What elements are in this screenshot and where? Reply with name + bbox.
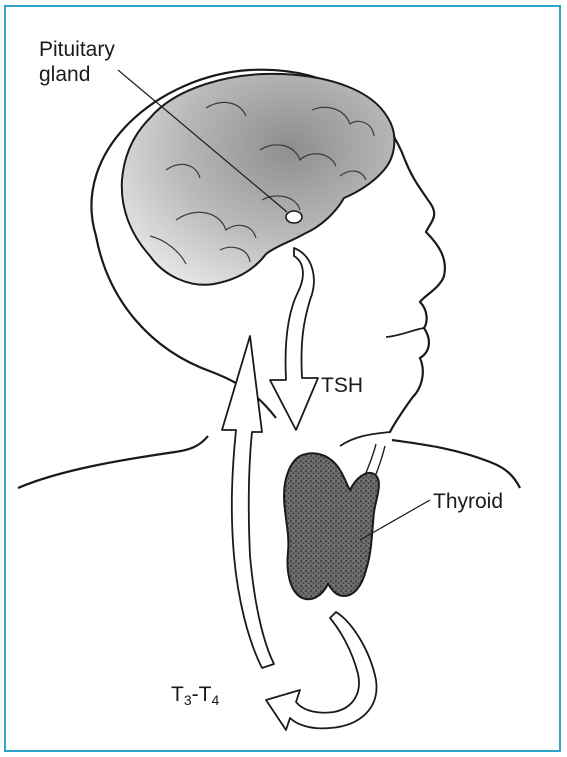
pituitary-label-line1: Pituitary — [39, 37, 115, 62]
t4-letter: T — [199, 683, 212, 706]
t3t4-dash: - — [192, 683, 199, 706]
t3-letter: T — [171, 683, 184, 706]
pituitary-label-line2: gland — [39, 62, 115, 87]
mouth-line — [386, 328, 424, 337]
t3-subscript: 3 — [184, 692, 192, 708]
shoulder-left — [18, 436, 208, 488]
t3t4-feedback-arrow — [266, 612, 377, 730]
pituitary-gland-label: Pituitary gland — [39, 37, 115, 87]
tsh-label: TSH — [321, 373, 363, 398]
t4-subscript: 4 — [211, 692, 219, 708]
jaw-line — [340, 432, 390, 446]
t3-t4-label: T3-T4 — [171, 682, 219, 713]
thyroid-gland — [284, 453, 379, 599]
neck-front — [392, 440, 520, 488]
t3t4-upward-arrow — [222, 336, 274, 668]
tsh-arrow — [270, 248, 318, 430]
pituitary-gland — [286, 211, 302, 223]
thyroid-label: Thyroid — [433, 489, 503, 514]
brain — [122, 74, 395, 285]
